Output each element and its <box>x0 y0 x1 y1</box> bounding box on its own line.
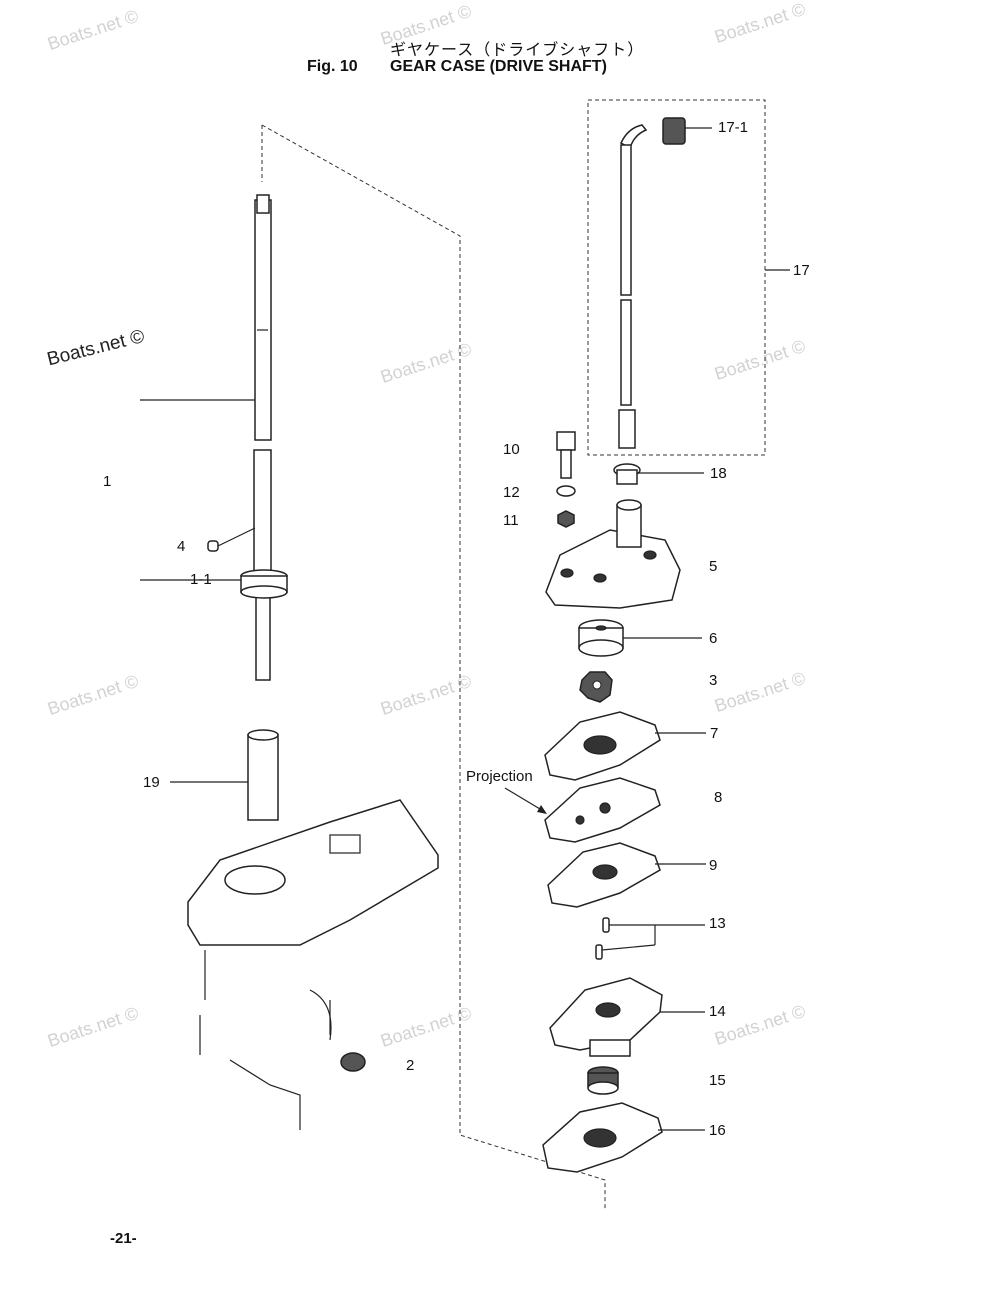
impeller-part-3 <box>579 671 613 703</box>
callout-7: 7 <box>710 725 719 742</box>
nut-part-2 <box>340 1052 366 1072</box>
callout-16: 16 <box>709 1122 726 1139</box>
dowel-pin-part-13 <box>602 917 610 933</box>
callout-17-1: 17-1 <box>718 119 749 136</box>
pump-case-part-5 <box>545 499 681 609</box>
washer-part-12 <box>556 485 576 497</box>
bearing-part-1-1 <box>240 569 288 599</box>
callout-10: 10 <box>503 441 520 458</box>
grommet-part-17-1 <box>662 117 686 145</box>
bolt-part-10 <box>556 431 576 479</box>
callout-1-1: 1-1 <box>190 571 212 588</box>
seal-part-15 <box>587 1066 619 1095</box>
outer-plate-part-14 <box>549 977 663 1057</box>
callout-11: 11 <box>503 512 519 529</box>
callout-12: 12 <box>503 484 520 501</box>
figure-title: GEAR CASE (DRIVE SHAFT) <box>390 58 607 75</box>
leader-lines <box>140 127 790 1131</box>
callout-19: 19 <box>143 774 160 791</box>
gasket-part-7 <box>544 711 661 781</box>
dowel-pin-part-13 <box>595 944 603 960</box>
seal-part-18 <box>613 463 641 485</box>
tube-part-19 <box>247 729 279 821</box>
callout-18: 18 <box>710 465 727 482</box>
callout-8: 8 <box>714 789 723 806</box>
title-japanese: ギヤケース（ドライブシャフト） <box>390 40 645 59</box>
plate-part-8 <box>544 777 661 843</box>
pin-part-4 <box>207 540 219 552</box>
callout-17: 17 <box>793 262 810 279</box>
callout-4: 4 <box>177 538 186 555</box>
item-17-group-box <box>587 99 766 456</box>
nut-part-11 <box>557 510 575 528</box>
callout-5: 5 <box>709 558 718 575</box>
assembly-outline <box>261 124 606 1210</box>
projection-label: Projection <box>466 768 533 785</box>
page-number: -21- <box>110 1230 137 1247</box>
gasket-part-9 <box>547 842 661 908</box>
liner-part-6 <box>578 619 624 657</box>
figure-number: Fig. 10 <box>307 58 358 75</box>
callout-9: 9 <box>709 857 718 874</box>
callout-14: 14 <box>709 1003 726 1020</box>
callout-13: 13 <box>709 915 726 932</box>
callout-1: 1 <box>103 473 112 490</box>
callout-15: 15 <box>709 1072 726 1089</box>
callout-2: 2 <box>406 1057 415 1074</box>
gear-case-housing <box>187 799 439 1130</box>
water-tube-part-17 <box>618 124 648 449</box>
gasket-part-16 <box>542 1102 663 1173</box>
callout-3: 3 <box>709 672 718 689</box>
drive-shaft <box>253 194 272 681</box>
callout-6: 6 <box>709 630 718 647</box>
